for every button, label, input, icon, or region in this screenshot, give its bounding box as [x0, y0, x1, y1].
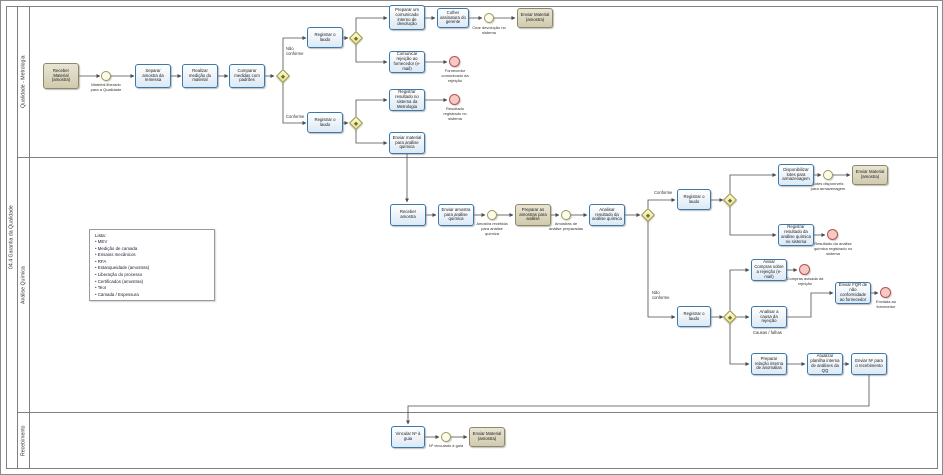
task-realizar-medicao[interactable]: Realizar medição do material: [182, 64, 218, 88]
task-enviar-amostra[interactable]: Enviar amostra para análise química: [438, 204, 474, 226]
start-node-receber-material[interactable]: Receber Material (amostra): [43, 63, 79, 89]
end-event-compras-label: Compras avisada da rejeição: [786, 276, 824, 286]
end-event-resultado-registrado[interactable]: [449, 94, 460, 105]
annotation-causas: Causas / falhas: [753, 330, 782, 335]
gateway-marker: [727, 314, 733, 320]
lane-divider-1: [18, 157, 938, 158]
event-numero-vinculado-label: Nº vinculado à guia: [428, 443, 464, 448]
lane-strip-analise-quimica: Análise Química: [18, 158, 30, 412]
task-enviar-fqr[interactable]: Enviar FQR de não conformidade ao fornec…: [835, 282, 871, 304]
task-avisar-compras[interactable]: Avisar Compras sobre a rejeição (e-mail): [751, 259, 787, 281]
event-amostras-preparadas[interactable]: [561, 210, 571, 220]
task-disponibilizar-lotes[interactable]: Disponibilizar lotes para armazenagem: [778, 164, 814, 186]
end-event-resultado-quimica-label: Resultado da análise química registrado …: [813, 241, 853, 256]
end-event-resultado-quimica-registrado[interactable]: [827, 229, 838, 240]
gateway-marker: [280, 73, 286, 79]
legend-item: Certificados (amostras): [95, 279, 209, 286]
event-lotes-disponiveis[interactable]: [823, 170, 833, 180]
event-material-liberado-label: Material liberado para a Qualidade: [90, 82, 122, 92]
event-numero-vinculado[interactable]: [441, 432, 451, 442]
lane-strip-metrologia: Qualidade - Metrologia: [18, 6, 30, 157]
task-preparar-amostras[interactable]: Preparar as amostras para análise: [515, 204, 551, 226]
event-material-liberado[interactable]: [101, 71, 111, 81]
gateway-marker: [645, 212, 651, 218]
task-analisar-causa[interactable]: Analisar a causa da rejeição: [751, 306, 787, 328]
flow-label-nao-conforme-1: Não conforme: [286, 46, 304, 56]
pool-label: 04.4 Garantia da Qualidade: [8, 205, 15, 270]
event-criar-devolucao-label: Criar devolução no sistema: [472, 25, 506, 35]
lane-label-metrologia: Qualidade - Metrologia: [20, 55, 27, 108]
gateway-marker: [727, 197, 733, 203]
end-event-fornecedor-comunicado[interactable]: [449, 56, 460, 67]
event-amostra-recebida-label: Amostra recebida para análise química: [476, 221, 508, 236]
flow-label-nao-conforme-2: Não conforme: [652, 290, 670, 300]
event-amostras-preparadas-label: Amostras de análise preparadas: [548, 221, 584, 231]
lane-divider-2: [18, 412, 938, 413]
legend-item: MEV: [95, 239, 209, 246]
flow-label-conforme-2: Conforme: [654, 190, 673, 195]
task-registrar-laudo-conforme[interactable]: Registrar o laudo: [307, 112, 343, 133]
task-comunicar-rejeicao[interactable]: Comunicar rejeição ao fornecedor (e-mail…: [389, 51, 425, 73]
legend-item: Teor: [95, 285, 209, 292]
lane-label-analise-quimica: Análise Química: [20, 266, 27, 304]
task-registrar-laudo-nc-quimica[interactable]: Registrar o laudo: [677, 306, 711, 327]
lane-label-recebimento: Recebimento: [20, 425, 27, 457]
task-separar-amostra[interactable]: Separar amostra da remessa: [135, 64, 171, 88]
legend-item: Medição de camada: [95, 246, 209, 253]
legend-box: Lista: MEV Medição de camada Ensaios mec…: [89, 229, 215, 301]
gateway-marker: [353, 120, 359, 126]
event-criar-devolucao[interactable]: [484, 13, 494, 23]
flow-label-conforme-1: Conforme: [286, 114, 305, 119]
event-lotes-disponiveis-label: Lotes disponíveis para armazenagem: [810, 181, 846, 191]
end-event-compras-avisada[interactable]: [799, 264, 810, 275]
end-event-fqr-label: Enviada ao fornecedor: [875, 299, 896, 309]
task-vincular-numero[interactable]: Vincular Nº à guia: [391, 426, 425, 448]
task-preparar-comunicado[interactable]: Preparar um comunicado interno de devolu…: [389, 5, 425, 30]
pool-label-strip: 04.4 Garantia da Qualidade: [6, 6, 18, 469]
task-atualizar-planilha[interactable]: Atualizar planilha interna de análises d…: [807, 353, 843, 375]
task-preparar-anomalias[interactable]: Preparar relação interna de anomalias: [751, 353, 787, 375]
task-receber-amostra[interactable]: Receber amostra: [390, 204, 426, 226]
end-node-enviar-material-1[interactable]: Enviar Material (amostra): [517, 8, 553, 28]
end-event-fornecedor-label: Fornecedor comunicado da rejeição: [441, 68, 469, 83]
legend-item: Estanqueidade (amostras): [95, 265, 209, 272]
task-enviar-numero[interactable]: Enviar Nº para o recebimento: [851, 353, 887, 375]
task-enviar-material-analise[interactable]: Enviar material para análise química: [389, 132, 425, 154]
task-registrar-resultado-quimica[interactable]: Registrar resultado da análise química n…: [778, 224, 814, 246]
end-node-enviar-material-3[interactable]: Enviar Material (amostra): [469, 427, 505, 447]
gateway-marker: [353, 35, 359, 41]
task-colher-assinatura[interactable]: Colher assinatura do gerente: [437, 8, 469, 28]
legend-item: Liberação do processo: [95, 272, 209, 279]
legend-title: Lista:: [95, 233, 106, 238]
task-registrar-laudo-nc[interactable]: Registrar o laudo: [307, 27, 343, 48]
event-amostra-recebida[interactable]: [487, 210, 497, 220]
task-comparar-medidas[interactable]: Comparar medidas com padrões: [229, 64, 265, 88]
end-event-fqr-enviada[interactable]: [880, 287, 891, 298]
legend-list: MEV Medição de camada Ensaios mecânicos …: [95, 239, 209, 298]
legend-item: Ensaios mecânicos: [95, 252, 209, 259]
task-registrar-laudo-conforme-quimica[interactable]: Registrar o laudo: [677, 189, 711, 210]
task-registrar-resultado-metrologia[interactable]: Registrar resultado no sistema da Metrol…: [389, 89, 425, 111]
legend-item: RFA: [95, 259, 209, 266]
task-analisar-resultado[interactable]: Analisar resultado da análise química: [589, 204, 625, 226]
end-event-resultado-label: Resultado registrado no sistema: [443, 106, 467, 121]
lane-strip-recebimento: Recebimento: [18, 413, 30, 469]
legend-item: Camada / Espessura: [95, 292, 209, 299]
end-node-enviar-material-2[interactable]: Enviar Material (amostra): [852, 165, 888, 185]
